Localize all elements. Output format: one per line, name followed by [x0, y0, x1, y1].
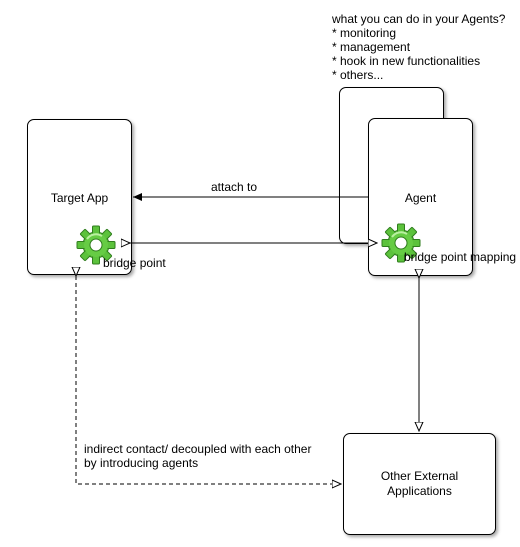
- notes-item-monitoring: * monitoring: [332, 26, 397, 40]
- indirect-contact-label-line1: indirect contact/ decoupled with each ot…: [84, 442, 312, 456]
- notes-heading: what you can do in your Agents?: [332, 12, 506, 26]
- bridge-point-mapping-label: bridge point mapping: [404, 250, 517, 264]
- bridge-point-label: bridge point: [103, 256, 166, 270]
- external-apps-node[interactable]: Other External Applications: [343, 433, 496, 535]
- notes-item-management: * management: [332, 40, 411, 54]
- agent-node[interactable]: Agent: [368, 118, 473, 276]
- external-apps-label-line1: Other External: [380, 469, 459, 483]
- attach-to-label: attach to: [211, 180, 258, 194]
- indirect-contact-label-line2: by introducing agents: [84, 456, 199, 470]
- target-app-label: Target App: [50, 191, 109, 205]
- gear-icon: [75, 224, 117, 266]
- external-apps-label-line2: Applications: [387, 484, 452, 498]
- agent-label: Agent: [404, 191, 437, 205]
- notes-item-hook: * hook in new functionalities: [332, 54, 481, 68]
- gear-icon: [380, 222, 422, 264]
- notes-item-others: * others...: [332, 68, 384, 82]
